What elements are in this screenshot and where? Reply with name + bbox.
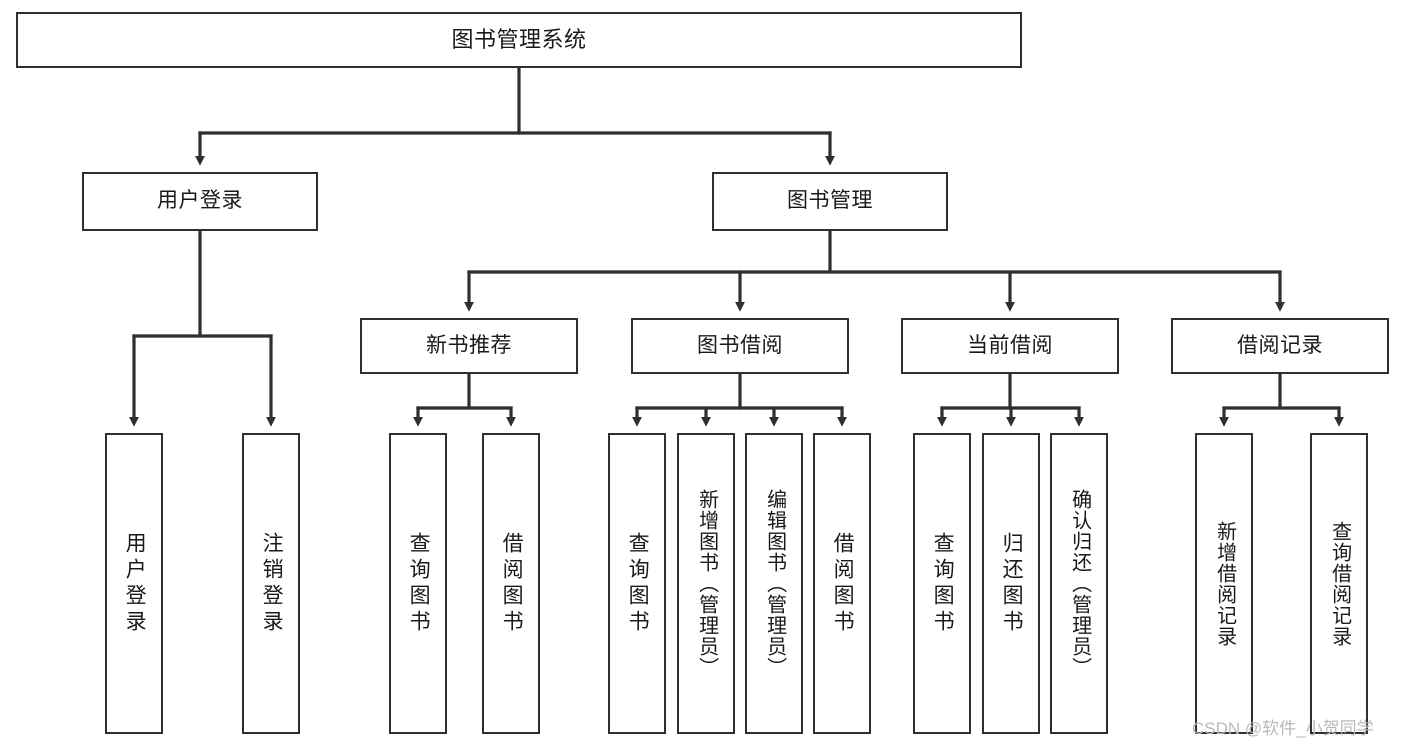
leaf-borrow-book-2[interactable]: 借阅图书 bbox=[813, 433, 871, 734]
leaf-query-book-3[interactable]: 查询图书 bbox=[913, 433, 971, 734]
leaf-edit-book-label: 编辑图书（管理员） bbox=[763, 489, 786, 678]
node-user-login[interactable]: 用户登录 bbox=[82, 172, 318, 231]
node-book-manage-label: 图书管理 bbox=[787, 189, 873, 213]
leaf-return-book[interactable]: 归还图书 bbox=[982, 433, 1040, 734]
leaf-query-record-label: 查询借阅记录 bbox=[1328, 520, 1351, 647]
node-borrow-record[interactable]: 借阅记录 bbox=[1171, 318, 1389, 374]
node-borrow-record-label: 借阅记录 bbox=[1237, 333, 1323, 357]
node-new-book-recommend[interactable]: 新书推荐 bbox=[360, 318, 578, 374]
leaf-borrow-book-1[interactable]: 借阅图书 bbox=[482, 433, 540, 734]
node-book-manage[interactable]: 图书管理 bbox=[712, 172, 948, 231]
leaf-query-record[interactable]: 查询借阅记录 bbox=[1310, 433, 1368, 734]
leaf-edit-book[interactable]: 编辑图书（管理员） bbox=[745, 433, 803, 734]
leaf-user-login-label: 用户登录 bbox=[123, 531, 147, 636]
leaf-add-record-label: 新增借阅记录 bbox=[1213, 520, 1236, 647]
leaf-confirm-return[interactable]: 确认归还（管理员） bbox=[1050, 433, 1108, 734]
node-current-borrow-label: 当前借阅 bbox=[967, 333, 1053, 357]
node-book-borrow-label: 图书借阅 bbox=[697, 333, 783, 357]
leaf-add-book-label: 新增图书（管理员） bbox=[695, 489, 718, 678]
leaf-borrow-book-2-label: 借阅图书 bbox=[831, 531, 855, 636]
node-root-label: 图书管理系统 bbox=[451, 27, 587, 53]
node-book-borrow[interactable]: 图书借阅 bbox=[631, 318, 849, 374]
leaf-confirm-return-label: 确认归还（管理员） bbox=[1068, 489, 1091, 678]
leaf-query-book-2-label: 查询图书 bbox=[626, 531, 650, 636]
leaf-user-login[interactable]: 用户登录 bbox=[105, 433, 163, 734]
leaf-add-book[interactable]: 新增图书（管理员） bbox=[677, 433, 735, 734]
node-new-book-recommend-label: 新书推荐 bbox=[426, 333, 512, 357]
node-current-borrow[interactable]: 当前借阅 bbox=[901, 318, 1119, 374]
leaf-user-logout[interactable]: 注销登录 bbox=[242, 433, 300, 734]
leaf-query-book-3-label: 查询图书 bbox=[931, 531, 955, 636]
leaf-user-logout-label: 注销登录 bbox=[260, 531, 284, 636]
leaf-query-book-1-label: 查询图书 bbox=[407, 531, 431, 636]
leaf-query-book-1[interactable]: 查询图书 bbox=[389, 433, 447, 734]
node-user-login-label: 用户登录 bbox=[157, 189, 243, 213]
leaf-add-record[interactable]: 新增借阅记录 bbox=[1195, 433, 1253, 734]
node-root[interactable]: 图书管理系统 bbox=[16, 12, 1022, 68]
leaf-query-book-2[interactable]: 查询图书 bbox=[608, 433, 666, 734]
leaf-borrow-book-1-label: 借阅图书 bbox=[500, 531, 524, 636]
leaf-return-book-label: 归还图书 bbox=[1000, 531, 1024, 636]
csdn-watermark: CSDN @软件_小贺同学 bbox=[1192, 719, 1374, 738]
